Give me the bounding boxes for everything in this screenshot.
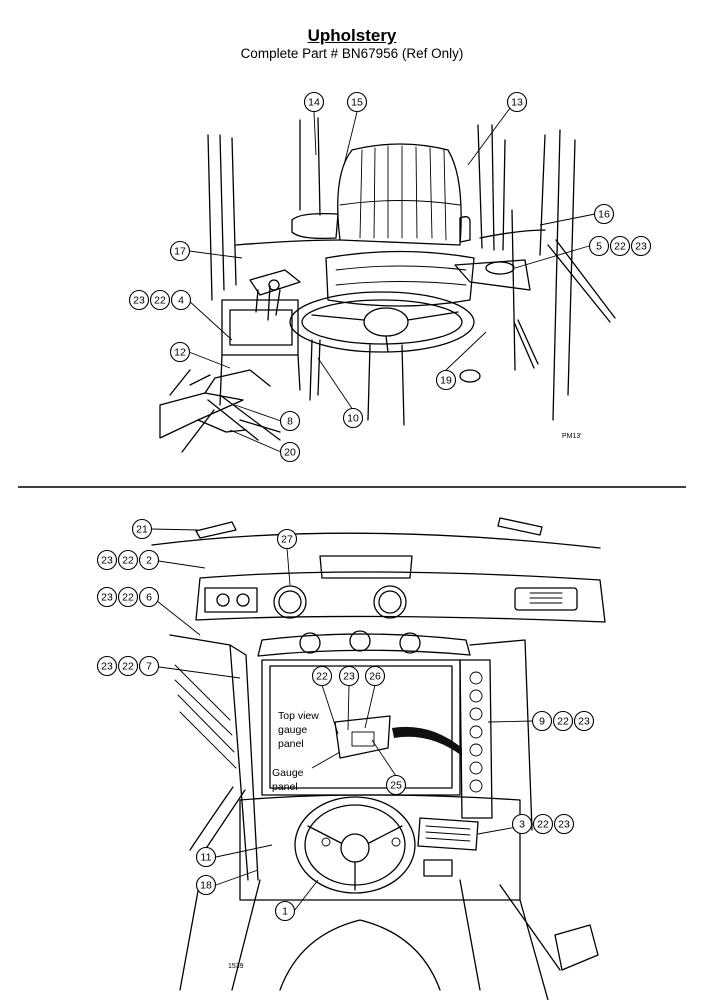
- callout-c5-2-label: 23: [635, 241, 647, 253]
- callout-c3-2-label: 23: [558, 819, 570, 831]
- callout-c9-2-label: 23: [578, 716, 590, 728]
- callout-c3-0: 3: [511, 813, 533, 835]
- callout-c9-2: 23: [573, 710, 595, 732]
- callout-c3-1: 22: [532, 813, 554, 835]
- callout-c2-2: 2: [138, 549, 160, 571]
- callout-c15-label: 15: [351, 97, 363, 109]
- callout-c20-label: 20: [284, 447, 296, 459]
- callout-c1: 1: [274, 900, 296, 922]
- callout-c5-0-label: 5: [596, 241, 602, 253]
- page-title: Upholstery: [307, 26, 397, 45]
- callout-c9-1: 22: [552, 710, 574, 732]
- callout-c4-0: 23: [128, 289, 150, 311]
- callout-c26-label: 26: [369, 671, 381, 683]
- callout-c23: 23: [338, 665, 360, 687]
- callout-c25-label: 25: [390, 780, 402, 792]
- top-figure-code: PM13': [562, 433, 582, 440]
- callout-c18: 18: [195, 874, 217, 896]
- callout-c6-1-label: 22: [122, 592, 134, 604]
- gauge-panel-label-line1: Gauge: [272, 767, 304, 779]
- callout-c14-label: 14: [308, 97, 320, 109]
- callout-c19-label: 19: [440, 375, 452, 387]
- gauge-panel-label-line2: panel: [272, 781, 298, 793]
- callout-c4-1: 22: [149, 289, 171, 311]
- callout-c2-1-label: 22: [122, 555, 134, 567]
- callout-c11: 11: [195, 846, 217, 868]
- callout-c5-1-label: 22: [614, 241, 626, 253]
- callout-c5-2: 23: [630, 235, 652, 257]
- top-view-gauge-label-line2: gauge: [278, 724, 307, 736]
- callout-c27: 27: [276, 528, 298, 550]
- callout-c8: 8: [279, 410, 301, 432]
- callout-c6-2-label: 6: [146, 592, 152, 604]
- callout-c4-1-label: 22: [154, 295, 166, 307]
- callout-c7-0-label: 23: [101, 661, 113, 673]
- top-view-gauge-label-line3: panel: [278, 738, 304, 750]
- callout-c4-2-label: 4: [178, 295, 184, 307]
- page-subtitle: Complete Part # BN67956 (Ref Only): [240, 46, 464, 61]
- callout-c19: 19: [435, 369, 457, 391]
- callout-c12: 12: [169, 341, 191, 363]
- callout-c6-0: 23: [96, 586, 118, 608]
- callout-c3-0-label: 3: [519, 819, 525, 831]
- callout-c20: 20: [279, 441, 301, 463]
- callout-c3-2: 23: [553, 813, 575, 835]
- callout-c15: 15: [346, 91, 368, 113]
- callout-c7-2: 7: [138, 655, 160, 677]
- callout-c1-label: 1: [282, 906, 288, 918]
- callout-c2-2-label: 2: [146, 555, 152, 567]
- callout-c13: 13: [506, 91, 528, 113]
- callout-c3-1-label: 22: [537, 819, 549, 831]
- gauge-inset-labels: Top view gauge panel Gauge panel: [272, 710, 319, 793]
- callout-c9-1-label: 22: [557, 716, 569, 728]
- callout-c8-label: 8: [287, 416, 293, 428]
- callout-c9-0-label: 9: [539, 716, 545, 728]
- callout-c7-2-label: 7: [146, 661, 152, 673]
- callout-c22-label: 22: [316, 671, 328, 683]
- top-cab-illustration: [159, 117, 616, 453]
- callout-c7-1-label: 22: [122, 661, 134, 673]
- callout-c7-0: 23: [96, 655, 118, 677]
- callout-c5-0: 5: [588, 235, 610, 257]
- bottom-figure-code: 1539: [228, 963, 244, 970]
- callout-c4-2: 4: [170, 289, 192, 311]
- callout-c26: 26: [364, 665, 386, 687]
- callout-c25: 25: [385, 774, 407, 796]
- callout-c10-label: 10: [347, 413, 359, 425]
- callout-c6-2: 6: [138, 586, 160, 608]
- callout-c22: 22: [311, 665, 333, 687]
- callout-c13-label: 13: [511, 97, 523, 109]
- bottom-dashboard-illustration: [151, 517, 606, 1000]
- callout-c5-1: 22: [609, 235, 631, 257]
- callout-c12-label: 12: [174, 347, 186, 359]
- bottom-leader-lines: [150, 528, 534, 912]
- callout-c11-label: 11: [201, 852, 212, 864]
- callout-c10: 10: [342, 407, 364, 429]
- callout-c6-1: 22: [117, 586, 139, 608]
- callout-c6-0-label: 23: [101, 592, 113, 604]
- callout-c18-label: 18: [200, 880, 212, 892]
- callout-c4-0-label: 23: [133, 295, 145, 307]
- callout-c23-label: 23: [343, 671, 355, 683]
- callout-c17-label: 17: [174, 246, 186, 258]
- callout-c7-1: 22: [117, 655, 139, 677]
- callout-c17: 17: [169, 240, 191, 262]
- callout-c16-label: 16: [598, 209, 610, 221]
- callout-c9-0: 9: [531, 710, 553, 732]
- callout-c2-1: 22: [117, 549, 139, 571]
- callout-c2-0-label: 23: [101, 555, 113, 567]
- callout-c21-label: 21: [136, 524, 148, 536]
- callout-c14: 14: [303, 91, 325, 113]
- callout-c16: 16: [593, 203, 615, 225]
- callout-c2-0: 23: [96, 549, 118, 571]
- top-leader-lines: [187, 107, 596, 453]
- top-view-gauge-label-line1: Top view: [278, 710, 319, 722]
- callout-c27-label: 27: [281, 534, 293, 546]
- callout-c21: 21: [131, 518, 153, 540]
